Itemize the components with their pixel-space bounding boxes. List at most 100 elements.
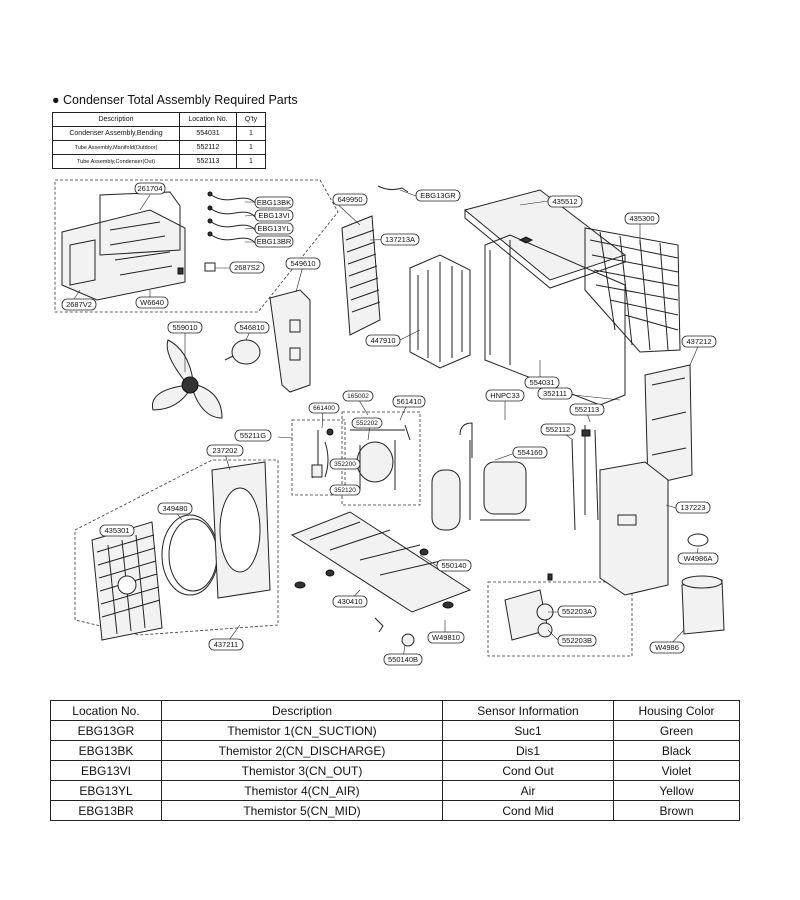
label-552113: 552113: [575, 405, 599, 414]
label-550140b: 550140B: [388, 655, 418, 664]
cell-description: Themistor 1(CN_SUCTION): [161, 720, 443, 741]
cell-qty: 1: [236, 140, 266, 155]
cell-description: Themistor 4(CN_AIR): [161, 780, 443, 801]
label-561410: 561410: [396, 397, 421, 406]
sensor-table: Location No. Description Sensor Informat…: [50, 700, 740, 821]
front-panel-part: [599, 461, 669, 596]
label-w4986a: W4986A: [684, 554, 713, 563]
callout-labels: 261704 EBG13BK EBG13VI EBG13YL EBG13BR E…: [61, 182, 719, 666]
label-137213a: 137213A: [385, 235, 415, 244]
table-row: EBG13VI Themistor 3(CN_OUT) Cond Out Vio…: [50, 760, 740, 781]
table-row: EBG13YL Themistor 4(CN_AIR) Air Yellow: [50, 780, 740, 801]
cell-housing-color: Yellow: [613, 780, 740, 801]
side-grille-part: [341, 215, 381, 336]
table-row: Condenser Assembly,Bending 554031 1: [52, 126, 266, 141]
label-ebg13br: EBG13BR: [257, 237, 292, 246]
cell-sensor-info: Air: [442, 780, 614, 801]
header-description: Description: [161, 700, 443, 721]
cell-qty: 1: [236, 126, 266, 141]
label-2687v2: 2687V2: [66, 300, 92, 309]
fan-part: [151, 339, 223, 419]
label-261704: 261704: [137, 184, 162, 193]
label-546810: 546810: [239, 323, 264, 332]
cell-description: Condenser Assembly,Bending: [52, 126, 180, 141]
cell-location: EBG13GR: [50, 720, 162, 741]
label-349480: 349480: [162, 504, 187, 513]
label-55211g: 55211G: [240, 431, 266, 440]
label-549610: 549610: [290, 259, 315, 268]
label-352200: 352200: [334, 461, 356, 468]
exploded-view-diagram: 261704 EBG13BK EBG13VI EBG13YL EBG13BR E…: [54, 179, 725, 666]
label-550140: 550140: [441, 561, 466, 570]
accumulator-part: [431, 469, 461, 531]
label-165002: 165002: [347, 393, 369, 400]
manifold-tube-parts: [571, 425, 599, 531]
cell-housing-color: Green: [613, 720, 740, 741]
label-552112: 552112: [546, 425, 570, 434]
cell-location: 552113: [179, 154, 237, 169]
cell-housing-color: Violet: [613, 760, 740, 781]
header-housing-color: Housing Color: [613, 700, 740, 721]
valve-group-parts: [311, 424, 411, 490]
cell-description: Tube Assembly,Condenser(Out): [52, 154, 180, 169]
label-ebg13vi: EBG13VI: [258, 211, 289, 220]
cell-location: 554031: [179, 126, 237, 141]
service-valve-outline: [487, 581, 633, 657]
front-panel-orifice-part: [211, 461, 271, 599]
table-row: EBG13GR Themistor 1(CN_SUCTION) Suc1 Gre…: [50, 720, 740, 741]
cell-sensor-info: Cond Mid: [442, 800, 614, 821]
table-row: EBG13BR Themistor 5(CN_MID) Cond Mid Bro…: [50, 800, 740, 821]
label-437212: 437212: [686, 337, 711, 346]
label-w4986: W4986: [655, 643, 679, 652]
label-ebg13yl: EBG13YL: [257, 224, 290, 233]
label-430410: 430410: [337, 597, 362, 606]
label-435300: 435300: [629, 214, 654, 223]
label-554160: 554160: [517, 448, 542, 457]
assembly-parts-table: Description Location No. Q'ty Condenser …: [52, 112, 266, 169]
label-559010: 559010: [172, 323, 197, 332]
label-137223: 137223: [680, 503, 705, 512]
label-237202: 237202: [212, 446, 237, 455]
label-447910: 447910: [370, 336, 395, 345]
label-w49810: W49810: [432, 633, 460, 642]
label-hnpc33: HNPC33: [490, 391, 520, 400]
cell-description: Themistor 3(CN_OUT): [161, 760, 443, 781]
table-row: Tube Assembly,Manifold(Outdoor) 552112 1: [52, 140, 266, 155]
condenser-coil-part: [584, 227, 681, 353]
front-grille-part: [91, 521, 163, 641]
label-435512: 435512: [552, 197, 577, 206]
cell-location: EBG13BR: [50, 800, 162, 821]
side-panel-part: [644, 364, 693, 486]
label-w6640: W6640: [140, 298, 164, 307]
header-location: Location No.: [50, 700, 162, 721]
service-valve-parts: [504, 573, 554, 641]
insulation-parts: [681, 533, 725, 635]
table-header-row: Location No. Description Sensor Informat…: [50, 700, 740, 721]
cell-sensor-info: Cond Out: [442, 760, 614, 781]
label-435301: 435301: [104, 526, 129, 535]
coil-part-447910: [409, 254, 471, 369]
cell-housing-color: Brown: [613, 800, 740, 821]
label-552203a: 552203A: [562, 607, 592, 616]
cell-description: Themistor 5(CN_MID): [161, 800, 443, 821]
cell-sensor-info: Suc1: [442, 720, 614, 741]
reversing-valve-outline: [341, 411, 421, 506]
table-row: Tube Assembly,Condenser(Out) 552113 1: [52, 154, 266, 169]
fan-guard-ring-part: [161, 514, 219, 596]
cell-qty: 1: [236, 154, 266, 169]
label-352120: 352120: [334, 487, 356, 494]
thermistor-harnesses: [204, 185, 409, 272]
cell-location: EBG13VI: [50, 760, 162, 781]
label-352111: 352111: [543, 389, 567, 398]
label-2687s2: 2687S2: [234, 263, 260, 272]
cell-sensor-info: Dis1: [442, 740, 614, 761]
label-649950: 649950: [337, 195, 362, 204]
label-661400: 661400: [313, 405, 335, 412]
cell-housing-color: Black: [613, 740, 740, 761]
cell-location: 552112: [179, 140, 237, 155]
control-box-part: [61, 191, 186, 301]
motor-bracket-part: [269, 289, 311, 393]
header-sensor-info: Sensor Information: [442, 700, 614, 721]
header-qty: Q'ty: [236, 112, 266, 127]
compressor-part: [459, 422, 530, 521]
